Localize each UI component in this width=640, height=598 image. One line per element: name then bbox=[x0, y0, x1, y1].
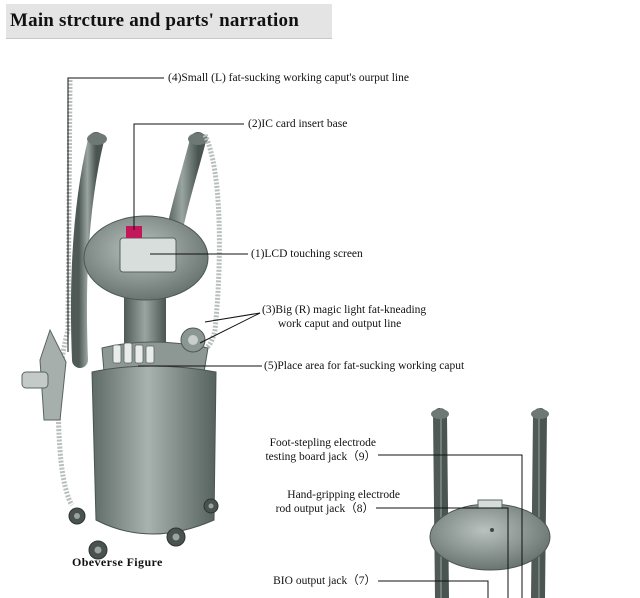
callout-3-big-caput-line: (3)Big (R) magic light fat-kneading bbox=[262, 304, 427, 316]
machine-front-view bbox=[21, 79, 222, 560]
callout-1-lcd-screen: (1)LCD touching screen bbox=[251, 248, 363, 260]
callout-4-small-caput-line: (4)Small (L) fat-sucking working caput's… bbox=[168, 72, 409, 84]
callout-2-ic-card-base: (2)IC card insert base bbox=[248, 118, 348, 130]
callout-5-place-area: (5)Place area for fat-sucking working ca… bbox=[264, 360, 465, 372]
leader-lines bbox=[67, 77, 523, 598]
header-bar: Main strcture and parts' narration bbox=[6, 4, 332, 39]
machine-back-view bbox=[429, 408, 551, 598]
callout-3-big-caput-line-cont: work caput and output line bbox=[278, 318, 402, 330]
jack-7-label: BIO output jack（7） bbox=[273, 575, 376, 587]
jack-9-label-line2: testing board jack（9） bbox=[265, 451, 376, 463]
page-title: Main strcture and parts' narration bbox=[10, 10, 299, 31]
ic-card-slot bbox=[126, 226, 142, 238]
jack-8-label-line2: rod output jack（8） bbox=[275, 503, 374, 515]
figure-caption: Obeverse Figure bbox=[72, 555, 163, 569]
jack-9-label-line1: Foot-stepling electrode bbox=[269, 437, 376, 449]
jack-8-label-line1: Hand-gripping electrode bbox=[287, 489, 400, 501]
